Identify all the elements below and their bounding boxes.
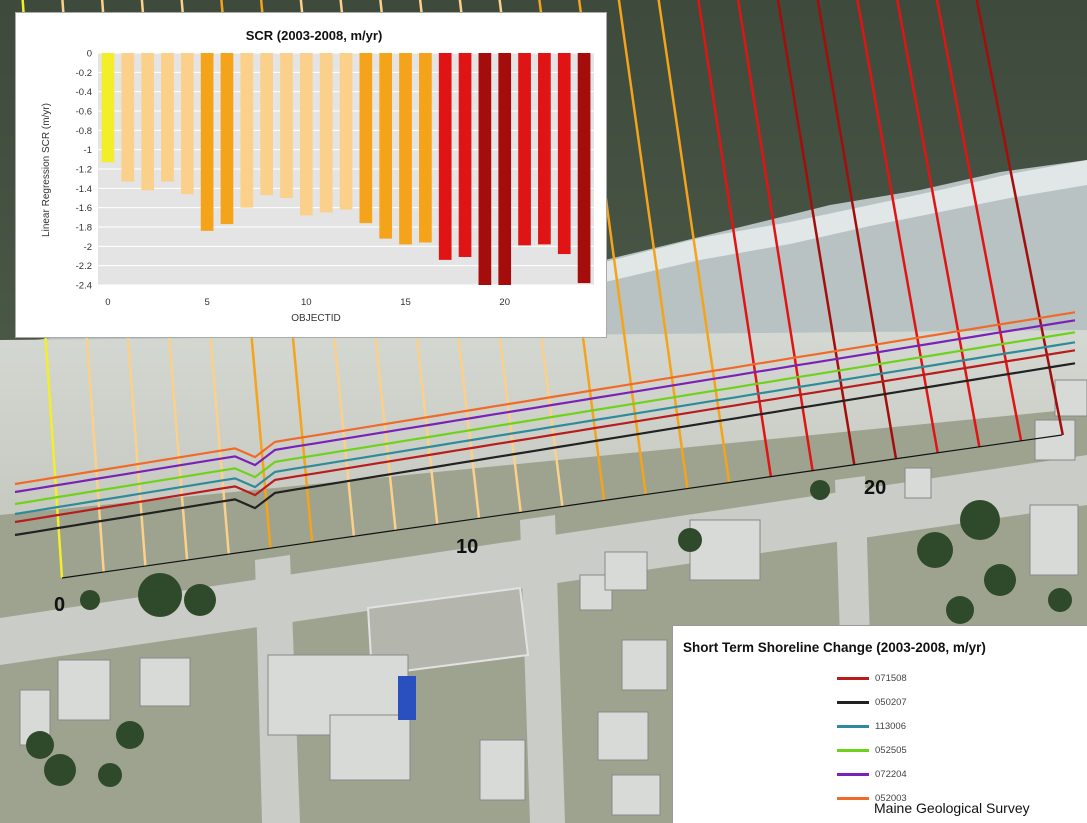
transect-label-0: 0 [54,594,65,616]
transect-23 [935,0,1023,442]
legend-entry: 052003 [837,790,907,806]
bar-22 [538,53,551,245]
y-tick-label: -1.4 [76,184,92,195]
y-tick-label: -0.6 [76,107,92,118]
y-tick-label: -0.8 [76,126,92,137]
bar-11 [319,53,333,213]
bar-2 [141,53,154,191]
shoreline-072204 [14,319,1076,494]
bar-9 [280,53,293,198]
transect-17 [697,0,773,477]
y-tick-label: -1.6 [76,203,92,214]
x-tick-label: 5 [204,297,209,308]
y-tick-label: 0 [87,49,92,60]
transect-22 [895,0,981,448]
y-tick-label: -0.4 [76,87,92,98]
bar-14 [379,53,393,239]
y-tick-label: -2.4 [76,281,92,292]
transect-24 [975,0,1065,436]
transect-label-10: 10 [456,536,478,558]
bar-21 [518,53,531,246]
x-tick-label: 20 [499,297,510,308]
legend-entry: 050207 [837,694,907,710]
bar-5 [200,53,214,231]
y-tick-label: -1.2 [76,165,92,176]
legend-label: 113006 [875,720,906,732]
bar-24 [577,53,591,284]
baseline [61,434,1063,579]
transect-18 [736,0,814,471]
bar-18 [458,53,472,257]
legend: Short Term Shoreline Change (2003-2008, … [672,625,1087,823]
shoreline-lines [14,311,1076,537]
legend-title: Short Term Shoreline Change (2003-2008, … [683,640,986,655]
bar-4 [180,53,194,195]
transect-19 [776,0,856,465]
x-tick-label: 0 [105,297,110,308]
legend-swatch [837,676,869,680]
trees [26,480,1072,787]
chart-xlabel: OBJECTID [291,313,340,324]
transect-15 [617,0,689,489]
legend-entry: 113006 [837,718,906,734]
parking-lot [366,586,530,677]
legend-label: 050207 [875,696,907,708]
bar-1 [121,53,135,182]
credit-text: Maine Geological Survey [874,800,1030,816]
shoreline-113006 [14,341,1076,516]
bar-16 [419,53,432,243]
bar-0 [101,53,115,163]
chart-title: SCR (2003-2008, m/yr) [246,28,383,43]
shoreline-052505 [14,331,1076,506]
bar-19 [478,53,492,285]
legend-swatch [837,724,869,728]
x-tick-label: 15 [400,297,411,308]
bar-10 [299,53,313,216]
legend-label: 071508 [875,672,907,684]
legend-label: 072204 [875,768,907,780]
bar-17 [438,53,452,260]
y-tick-label: -0.2 [76,68,92,79]
y-tick-label: -2.2 [76,261,92,272]
bar-23 [557,53,571,255]
cross-street [520,515,565,823]
bar-8 [260,53,273,196]
y-tick-label: -2 [84,242,92,253]
bar-3 [161,53,174,182]
y-tick-label: -1 [84,145,92,156]
legend-entry: 072204 [837,766,907,782]
scr-chart-inset: SCR (2003-2008, m/yr) Linear Regression … [15,12,607,338]
blue-roof [398,676,416,720]
legend-swatch [837,796,869,800]
bar-12 [339,53,353,210]
bar-15 [399,53,412,245]
buildings [19,379,1087,816]
legend-swatch [837,700,869,704]
shoreline-071508 [14,349,1076,524]
y-tick-label: -1.8 [76,223,92,234]
bar-7 [240,53,254,208]
bar-20 [498,53,512,285]
dry-beach [0,330,1087,520]
legend-swatch [837,748,869,752]
legend-label: 052003 [875,792,907,804]
shoreline-052003 [14,311,1076,486]
scr-bar-chart: SCR (2003-2008, m/yr) Linear Regression … [41,28,594,324]
legend-swatch [837,772,869,776]
transect-label-20: 20 [864,477,886,499]
bar-6 [220,53,234,225]
chart-ylabel: Linear Regression SCR (m/yr) [41,103,52,237]
legend-label: 052505 [875,744,907,756]
bar-13 [359,53,373,224]
cross-street [835,476,870,640]
wave-foam [605,160,1087,282]
shoreline-050207 [14,362,1076,537]
legend-entry: 052505 [837,742,907,758]
legend-entry: 071508 [837,670,907,686]
x-tick-label: 10 [301,297,312,308]
